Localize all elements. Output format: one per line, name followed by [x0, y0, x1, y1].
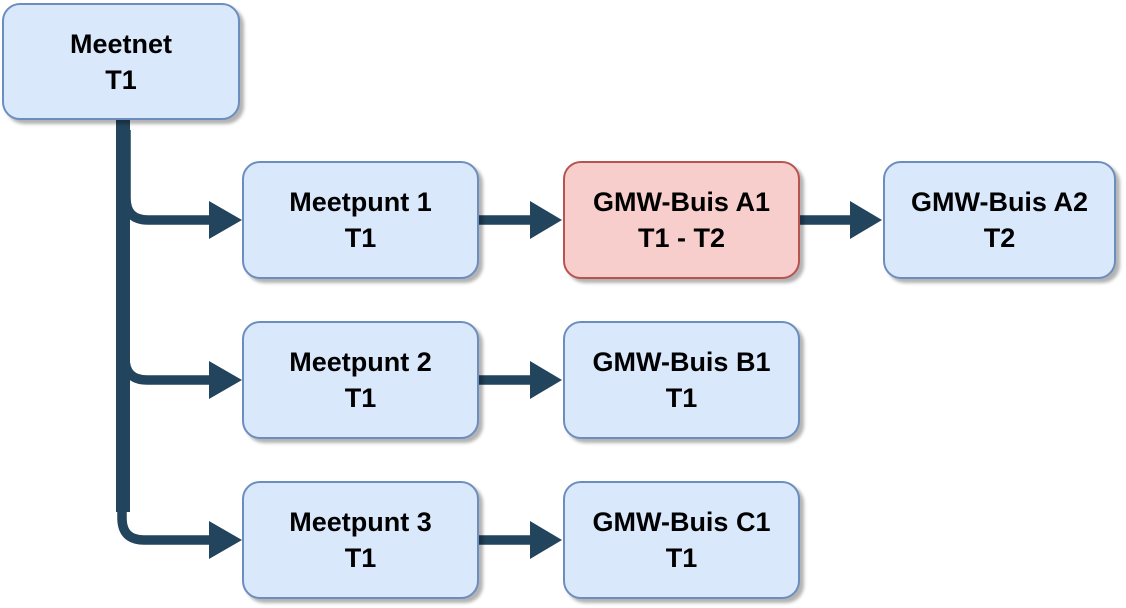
- node-label: Meetpunt 2: [289, 347, 432, 377]
- node-label: GMW-Buis B1: [592, 347, 771, 377]
- node-period: T1: [344, 223, 377, 253]
- connector-meetnet-meetpunt2: [120, 130, 213, 385]
- node-period: T2: [983, 223, 1016, 253]
- node-period: T1: [344, 383, 377, 413]
- node-label: Meetpunt 3: [289, 507, 432, 537]
- node-gmw-buis-c1: GMW-Buis C1 T1: [563, 481, 800, 599]
- node-period: T1: [344, 543, 377, 573]
- arrowhead-gmw-buis-a2: [850, 201, 882, 239]
- node-meetpunt3: Meetpunt 3 T1: [242, 481, 479, 599]
- node-label: Meetpunt 1: [289, 187, 432, 217]
- node-label: GMW-Buis A1: [593, 187, 770, 217]
- arrowhead-gmw-buis-c1: [530, 521, 562, 559]
- arrowhead-meetpunt2: [209, 361, 242, 399]
- arrowhead-gmw-buis-b1: [530, 361, 562, 399]
- arrowhead-meetpunt1: [209, 201, 242, 239]
- node-period: T1: [105, 64, 137, 95]
- connector-meetnet-meetpunt1: [121, 130, 213, 225]
- node-label: GMW-Buis A2: [911, 187, 1088, 217]
- node-gmw-buis-b1: GMW-Buis B1 T1: [563, 321, 800, 439]
- connector-meetnet-meetpunt3: [117, 130, 213, 545]
- node-meetnet: Meetnet T1: [2, 3, 240, 120]
- node-period: T1: [665, 543, 698, 573]
- node-period: T1: [665, 383, 698, 413]
- node-label: GMW-Buis C1: [592, 507, 771, 537]
- node-period: T1 - T2: [637, 223, 725, 253]
- arrowhead-meetpunt3: [209, 521, 242, 559]
- node-meetpunt1: Meetpunt 1 T1: [242, 161, 479, 279]
- arrowhead-gmw-buis-a1: [530, 201, 562, 239]
- node-meetpunt2: Meetpunt 2 T1: [242, 321, 479, 439]
- node-gmw-buis-a1: GMW-Buis A1 T1 - T2: [563, 161, 800, 279]
- node-label: Meetnet: [69, 28, 172, 59]
- node-gmw-buis-a2: GMW-Buis A2 T2: [883, 161, 1116, 279]
